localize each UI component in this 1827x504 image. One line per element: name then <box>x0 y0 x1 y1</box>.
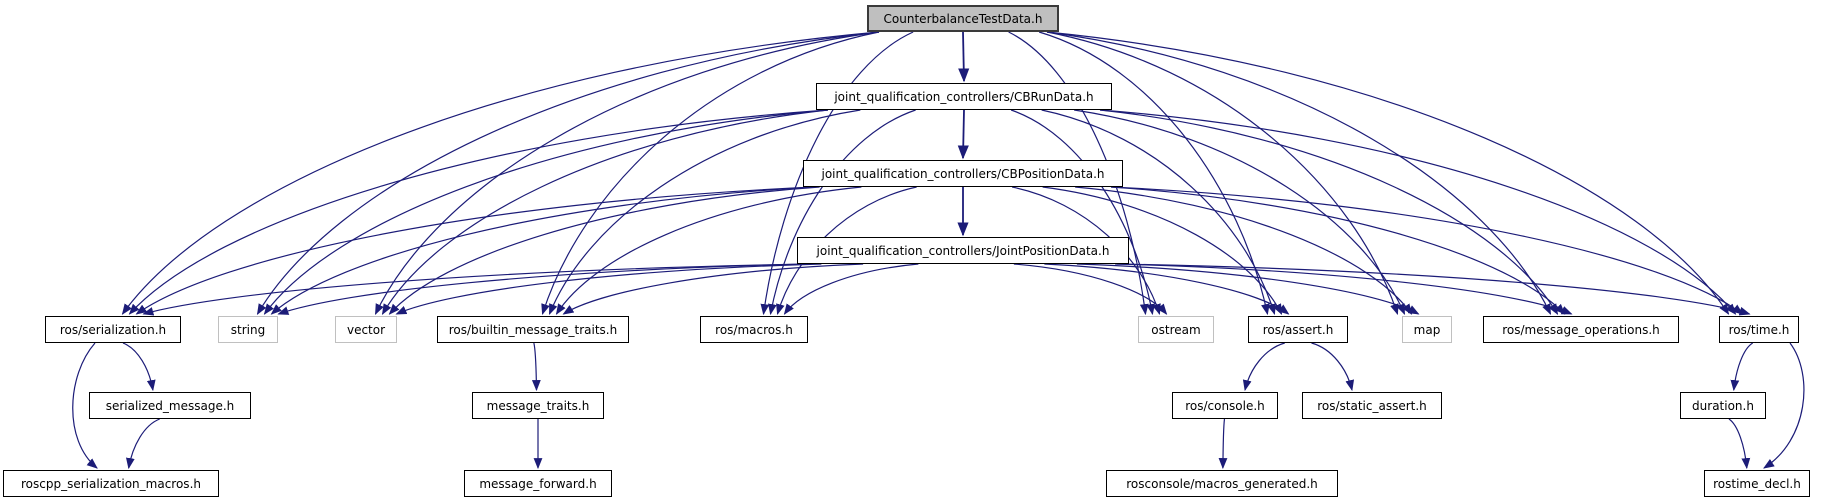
node-ros-console-h[interactable]: ros/console.h <box>1172 392 1278 419</box>
edge-cbpositiondata-h-to-ros-assert-h <box>1042 186 1283 315</box>
node-string: string <box>218 316 278 343</box>
edge-cbrundata-h-to-ros-macros-h <box>768 109 916 316</box>
edge-counterbalance-testdata-h-to-ros-builtin-message-traits-h <box>541 31 880 316</box>
edge-ros-console-h-to-rosconsole-macros-generated-h <box>1218 418 1228 470</box>
edge-jointpositiondata-h-to-ros-message-operations-h <box>1115 263 1573 315</box>
edge-cbpositiondata-h-to-ostream <box>1012 186 1161 316</box>
edge-cbrundata-h-to-string <box>263 109 829 315</box>
node-duration-h[interactable]: duration.h <box>1680 392 1766 419</box>
edge-cbrundata-h-to-ros-time-h <box>1099 109 1737 315</box>
edge-serialized-message-h-to-roscpp-serialization-macros-h <box>125 418 160 470</box>
node-ros-message-operations-h[interactable]: ros/message_operations.h <box>1483 316 1679 343</box>
node-cbrundata-h[interactable]: joint_qualification_controllers/CBRunDat… <box>816 83 1112 110</box>
node-ros-assert-h[interactable]: ros/assert.h <box>1248 316 1348 343</box>
edge-ros-serialization-h-to-roscpp-serialization-macros-h <box>72 342 98 469</box>
edge-ros-serialization-h-to-serialized-message-h <box>122 342 156 392</box>
edge-jointpositiondata-h-to-vector <box>395 263 822 315</box>
edge-cbpositiondata-h-to-ros-message-operations-h <box>1110 186 1566 315</box>
edge-counterbalance-testdata-h-to-vector <box>374 31 880 315</box>
edge-cbrundata-h-to-vector <box>381 109 829 315</box>
edge-cbpositiondata-h-to-ros-time-h <box>1110 186 1744 315</box>
edge-cbrundata-h-to-cbpositiondata-h <box>957 109 969 160</box>
edge-jointpositiondata-h-to-ros-serialization-h <box>142 263 810 316</box>
node-ros-time-h[interactable]: ros/time.h <box>1719 316 1799 343</box>
edge-duration-h-to-rostime-decl-h <box>1728 418 1751 470</box>
edge-jointpositiondata-h-to-ros-macros-h <box>783 263 919 315</box>
node-rosconsole-macros-generated-h[interactable]: rosconsole/macros_generated.h <box>1106 470 1338 497</box>
node-counterbalance-testdata-h: CounterbalanceTestData.h <box>867 5 1059 32</box>
edge-ros-builtin-message-traits-h-to-message-traits-h <box>531 342 541 392</box>
edge-jointpositiondata-h-to-string <box>277 263 810 315</box>
edge-counterbalance-testdata-h-to-ros-serialization-h <box>121 31 880 315</box>
edge-cbpositiondata-h-to-ros-macros-h <box>776 186 917 316</box>
edge-ros-time-h-to-duration-h <box>1730 342 1754 392</box>
edge-cbrundata-h-to-ros-builtin-message-traits-h <box>548 109 861 316</box>
edge-cbrundata-h-to-map <box>1074 109 1406 316</box>
node-message-traits-h[interactable]: message_traits.h <box>472 392 604 419</box>
node-ros-builtin-message-traits-h[interactable]: ros/builtin_message_traits.h <box>437 316 629 343</box>
edge-cbrundata-h-to-ros-message-operations-h <box>1099 109 1559 315</box>
node-ros-static-assert-h[interactable]: ros/static_assert.h <box>1302 392 1442 419</box>
edge-ros-assert-h-to-ros-console-h <box>1242 342 1285 392</box>
node-ros-macros-h[interactable]: ros/macros.h <box>700 316 808 343</box>
node-ros-serialization-h[interactable]: ros/serialization.h <box>45 316 181 343</box>
node-serialized-message-h[interactable]: serialized_message.h <box>89 392 251 419</box>
edge-counterbalance-testdata-h-to-ros-time-h <box>1046 31 1730 315</box>
edge-counterbalance-testdata-h-to-ros-message-operations-h <box>1046 31 1552 315</box>
edge-cbpositiondata-h-to-ros-serialization-h <box>135 186 816 315</box>
edge-jointpositiondata-h-to-map <box>1076 263 1420 315</box>
node-cbpositiondata-h[interactable]: joint_qualification_controllers/CBPositi… <box>803 160 1123 187</box>
node-vector: vector <box>335 316 397 343</box>
edge-counterbalance-testdata-h-to-map <box>1046 31 1399 316</box>
node-ostream: ostream <box>1138 316 1214 343</box>
edge-jointpositiondata-h-to-ros-time-h <box>1116 263 1751 316</box>
edge-counterbalance-testdata-h-to-cbrundata-h <box>958 31 970 83</box>
edge-ros-assert-h-to-ros-static-assert-h <box>1311 342 1355 392</box>
edge-cbrundata-h-to-ros-serialization-h <box>128 109 829 315</box>
edge-cbpositiondata-h-to-map <box>1075 186 1413 315</box>
node-jointpositiondata-h[interactable]: joint_qualification_controllers/JointPos… <box>797 237 1129 264</box>
edge-cbpositiondata-h-to-ros-builtin-message-traits-h <box>555 186 862 315</box>
edge-jointpositiondata-h-to-ostream <box>1013 263 1168 315</box>
edge-ros-time-h-to-rostime-decl-h <box>1763 342 1805 469</box>
edge-cbpositiondata-h-to-string <box>270 186 816 315</box>
node-map: map <box>1402 316 1452 343</box>
edge-cbpositiondata-h-to-vector <box>388 186 820 315</box>
node-roscpp-serialization-macros-h[interactable]: roscpp_serialization_macros.h <box>3 470 219 497</box>
edge-jointpositiondata-h-to-ros-assert-h <box>1044 263 1290 315</box>
edge-counterbalance-testdata-h-to-string <box>256 31 880 315</box>
edge-cbrundata-h-to-ostream <box>1010 109 1156 316</box>
node-rostime-decl-h[interactable]: rostime_decl.h <box>1704 470 1810 497</box>
node-message-forward-h[interactable]: message_forward.h <box>464 470 612 497</box>
edge-jointpositiondata-h-to-ros-builtin-message-traits-h <box>562 263 864 315</box>
